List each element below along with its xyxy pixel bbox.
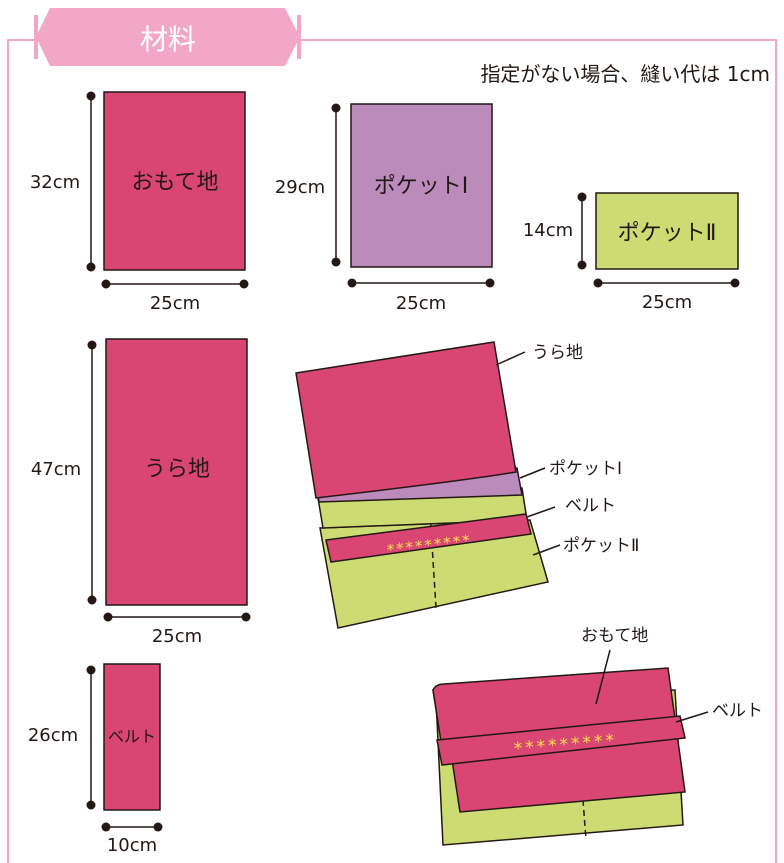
pocket2-height-label: 14cm [523,220,573,241]
ura-height-label: 47cm [31,459,81,480]
assembly-outside: ********* おもて地 ベルト [432,626,763,846]
piece-belt: ベルト 26cm 10cm [28,663,163,856]
inside-pocket2-callout: ポケットⅡ [563,536,639,556]
ura-rect [105,338,248,606]
ura-width-label: 25cm [152,626,202,647]
ura-label: うら地 [144,457,210,482]
belt-label: ベルト [108,727,156,746]
inside-pocket1-callout: ポケットⅠ [549,459,622,479]
inside-ura-callout: うら地 [532,343,583,363]
inside-ura-shape [295,341,517,499]
seam-allowance-note: 指定がない場合、縫い代は 1cm [480,62,770,86]
pocket2-rect [595,192,739,270]
inside-belt-shape [325,513,532,563]
assembly-inside: ********* うら地 ポケットⅠ ベルト ポケットⅡ [295,341,639,629]
header-title: 材料 [140,23,196,56]
inside-center-dash [429,511,437,609]
pocket1-rect [350,103,493,268]
belt-width-label: 10cm [107,835,157,856]
pocket1-width-label: 25cm [396,293,446,314]
piece-pocket1: ポケットⅠ 29cm 25cm [275,103,495,314]
frame-border [7,39,777,863]
omote-height-label: 32cm [30,172,80,193]
pocket2-width-label: 25cm [642,292,692,313]
pocket1-height-label: 29cm [275,177,325,198]
outside-omote-callout: おもて地 [581,626,648,646]
belt-height-label: 26cm [28,725,78,746]
piece-ura: うら地 47cm 25cm [31,338,251,647]
outside-belt-callout: ベルト [712,701,763,721]
header-banner: 材料 [34,8,301,66]
omote-label: おもて地 [131,170,218,195]
belt-rect [103,663,161,811]
inside-belt-callout: ベルト [565,496,616,516]
omote-rect [103,91,246,271]
piece-pocket2: ポケットⅡ 14cm 25cm [523,192,740,313]
outside-belt-shape [436,715,686,766]
omote-width-label: 25cm [150,293,200,314]
piece-omote: おもて地 32cm 25cm [30,91,249,314]
pocket2-label: ポケットⅡ [618,221,717,246]
pocket1-label: ポケットⅠ [374,174,469,199]
